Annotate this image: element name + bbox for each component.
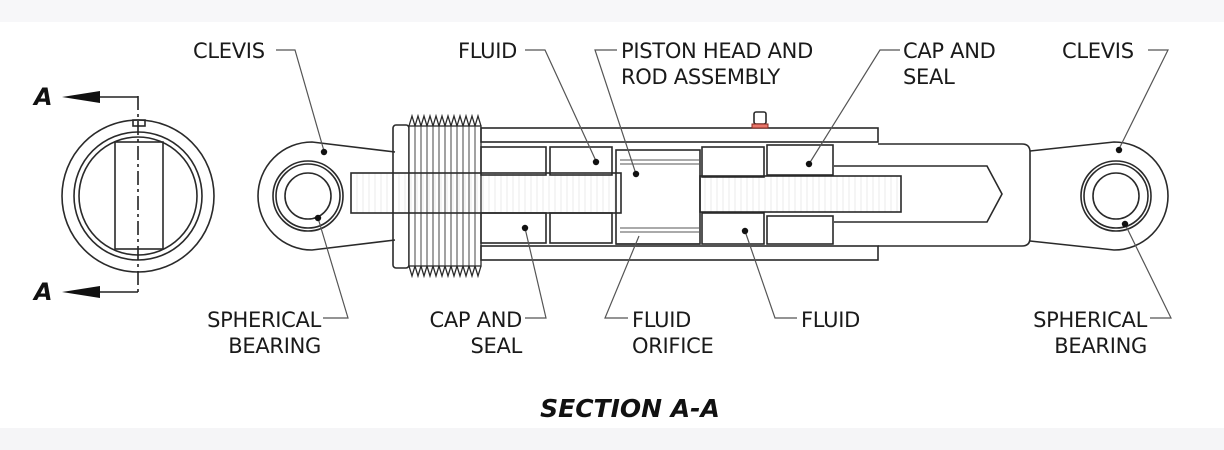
label-cap-seal-top-2: SEAL: [903, 65, 955, 89]
label-piston-head-2: ROD ASSEMBLY: [621, 65, 780, 89]
bleed-screw: [753, 111, 767, 125]
leader-lines: [276, 49, 1172, 319]
left-bearing-bore: [284, 172, 332, 220]
section-marker-top: A: [32, 83, 53, 111]
fluid-left-bottom: [549, 212, 613, 244]
right-rod-end: [834, 165, 1003, 223]
left-clevis-body: [257, 141, 396, 251]
arrow-left-icon: [62, 286, 100, 298]
end-view-slot: [114, 141, 164, 250]
left-bearing-race: [275, 163, 341, 229]
label-fluid-orifice-2: ORIFICE: [632, 334, 713, 358]
cap-seal-left-bottom: [480, 212, 547, 244]
label-spherical-bearing-right-1: SPHERICAL: [1033, 308, 1147, 332]
section-marker-bottom: A: [32, 278, 53, 306]
label-fluid-top: FLUID: [458, 39, 517, 63]
left-bearing-outer: [272, 160, 344, 232]
label-clevis-left: CLEVIS: [193, 39, 265, 63]
end-view: A A: [32, 83, 215, 306]
cap-seal-right-top: [766, 144, 834, 176]
label-cap-seal-bottom-2: SEAL: [471, 334, 523, 358]
cap-seal-left-top: [480, 146, 547, 176]
top-band: [0, 0, 1224, 22]
cylinder-wall-bottom: [480, 245, 879, 261]
bottom-band: [0, 428, 1224, 450]
cap-seal-right-bottom: [766, 215, 834, 245]
fluid-right-top: [701, 146, 765, 178]
end-view-fitting: [132, 119, 146, 127]
label-spherical-bearing-left-2: BEARING: [228, 334, 321, 358]
right-bearing-bore: [1092, 172, 1140, 220]
fluid-left-top: [549, 146, 613, 176]
label-piston-head-1: PISTON HEAD AND: [621, 39, 813, 63]
arrow-left-icon: [62, 91, 100, 103]
section-title: SECTION A-A: [540, 394, 720, 423]
right-bearing-outer: [1080, 160, 1152, 232]
right-clevis-body: [1029, 141, 1169, 251]
cylinder-assembly: [350, 111, 1031, 279]
fluid-right-bottom: [701, 212, 765, 245]
piston-rod-left: [350, 172, 622, 214]
left-clevis: [257, 141, 396, 251]
label-spherical-bearing-right-2: BEARING: [1054, 334, 1147, 358]
label-fluid-bottom: FLUID: [801, 308, 860, 332]
label-cap-seal-top-1: CAP AND: [903, 39, 996, 63]
label-spherical-bearing-left-1: SPHERICAL: [207, 308, 321, 332]
label-fluid-orifice-1: FLUID: [632, 308, 691, 332]
right-clevis: [1029, 141, 1169, 251]
labels: CLEVIS SPHERICAL BEARING FLUID PISTON HE…: [193, 39, 1148, 423]
label-clevis-right: CLEVIS: [1062, 39, 1134, 63]
right-bearing-race: [1083, 163, 1149, 229]
cylinder-wall-top: [480, 127, 879, 143]
label-cap-seal-bottom-1: CAP AND: [429, 308, 522, 332]
right-housing: [878, 143, 1031, 247]
